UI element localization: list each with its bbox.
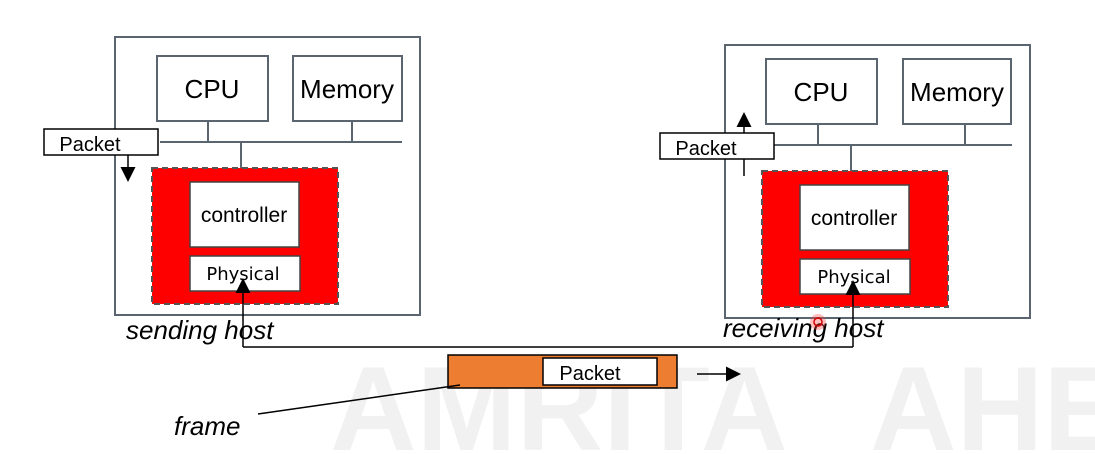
frame-packet-label: Packet [559,363,621,385]
frame-pointer-line [257,384,461,415]
sending-packet-label: Packet [59,134,121,156]
sending-physical-label: Physical [206,264,279,285]
receiving-physical-box [799,258,911,295]
receiving-host: CPU Memory controller Physical Packet re… [659,44,1031,343]
sending-controller-box [189,181,300,248]
watermark-right: AHEA [870,342,1095,454]
receiving-physical-label: Physical [817,267,890,288]
receiving-cpu-label: CPU [794,77,849,107]
cursor-dot [813,317,823,327]
receiving-controller-box [799,184,910,251]
receiving-memory-box [902,58,1012,125]
receiving-host-caption: receiving host [723,313,885,343]
frame-packet-box [542,357,658,386]
receiving-memory-label: Memory [910,77,1004,107]
sending-memory-label: Memory [300,74,394,104]
sending-packet-box [43,128,159,156]
cursor-indicator [810,314,826,330]
receiving-cpu-box [765,58,878,125]
frame-group: Packet frame [174,354,741,441]
cursor-glow [810,314,826,330]
frame-label: frame [174,411,240,441]
receiving-controller-label: controller [811,207,897,230]
sending-host: CPU Memory controller Physical Packet se… [43,36,421,345]
sending-controller-label: controller [201,204,287,227]
sending-host-caption: sending host [126,315,275,345]
sending-cpu-box [156,55,269,122]
watermark: AMRITA AHEA [330,342,1095,454]
receiving-packet-label: Packet [675,138,737,160]
sending-memory-box [292,55,403,122]
sending-cpu-label: CPU [185,74,240,104]
physical-link [235,278,861,348]
receiving-packet-box [659,132,775,160]
